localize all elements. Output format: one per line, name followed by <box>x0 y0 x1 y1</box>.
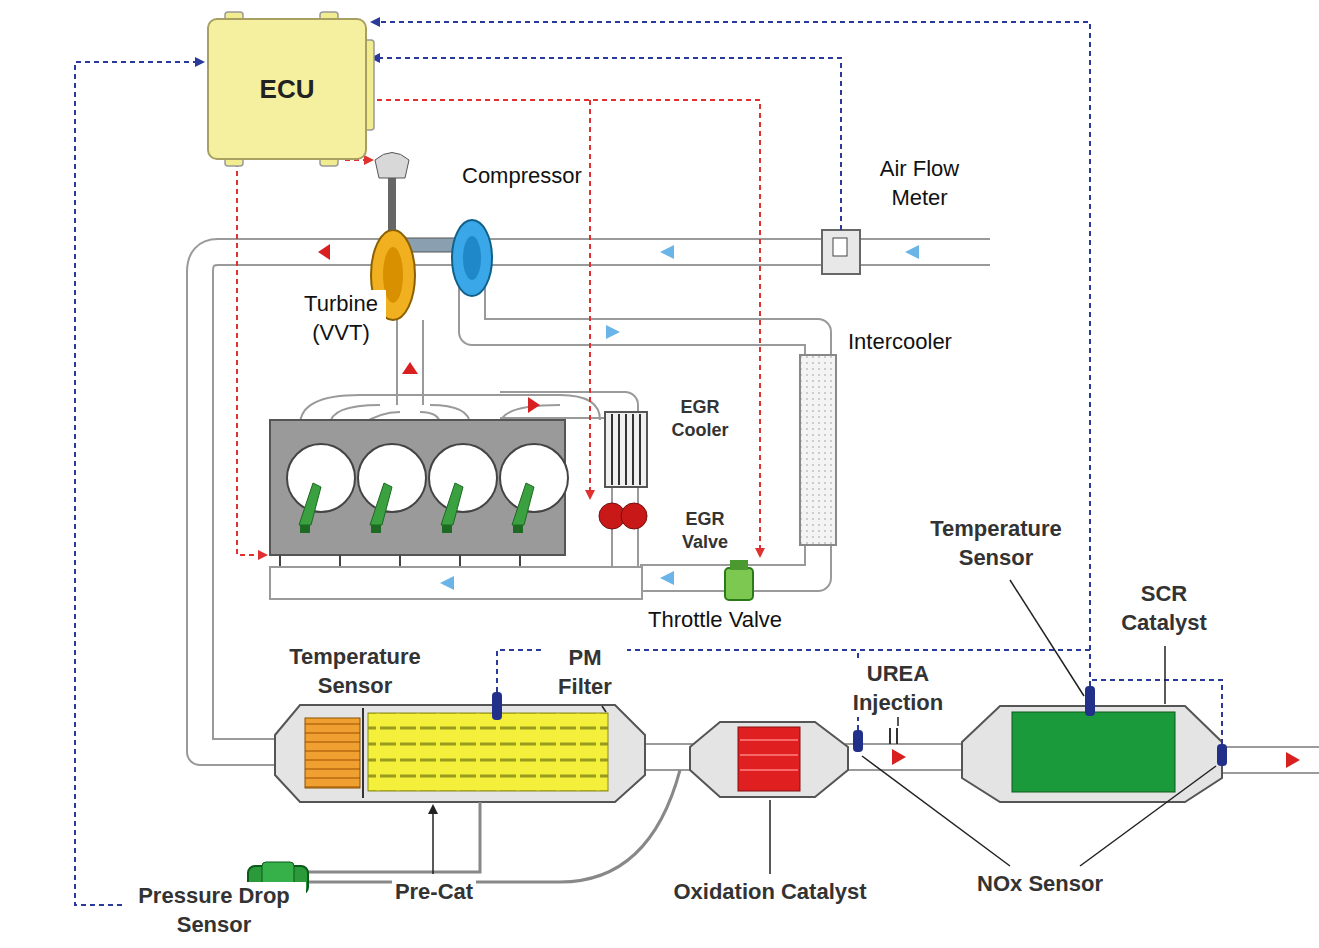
part-label: Oxidation Catalyst <box>646 878 894 907</box>
part-label: Air Flow Meter <box>862 155 977 212</box>
part-label: EGR Valve <box>666 508 744 555</box>
part-label: Temperature Sensor <box>266 643 444 700</box>
part-label: Pre-Cat <box>392 878 476 907</box>
control-unit-box: ECU <box>207 18 367 160</box>
part-label: Compressor <box>460 162 588 191</box>
part-label: Throttle Valve <box>646 606 822 635</box>
part-label: PM Filter <box>543 644 627 701</box>
node-title: ECU <box>260 74 315 105</box>
part-label: Temperature Sensor <box>922 515 1070 572</box>
part-label: EGR Cooler <box>658 396 742 443</box>
part-label: UREA Injection <box>838 660 958 717</box>
part-label: Turbine (VVT) <box>296 290 386 347</box>
part-label: Pressure Drop Sensor <box>122 882 306 939</box>
part-label: Intercooler <box>846 328 986 357</box>
part-label: SCR Catalyst <box>1104 580 1224 637</box>
part-label: NOx Sensor <box>962 870 1118 899</box>
